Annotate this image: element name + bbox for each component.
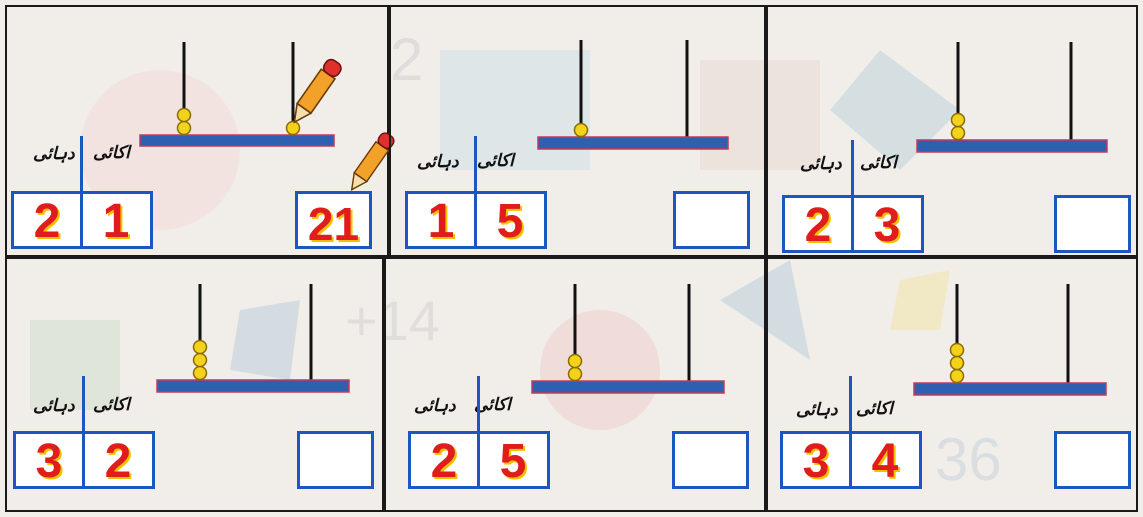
- tens-bead: [951, 370, 964, 383]
- tens-digit: 3: [16, 431, 82, 489]
- tens-bead: [178, 122, 191, 135]
- exercise-cell-4: دہائی اکائی 3 2: [5, 257, 384, 512]
- abacus-base: [157, 380, 349, 392]
- ones-label: اکائی: [93, 395, 130, 415]
- tens-digit: 2: [785, 195, 851, 253]
- tens-bead: [951, 357, 964, 370]
- place-value-box: 2 5: [408, 431, 550, 489]
- tens-bead: [951, 344, 964, 357]
- exercise-cell-1: دہائی اکائی 2 1 21: [5, 5, 389, 257]
- exercise-cell-5: دہائی اکائی 2 5: [384, 257, 766, 512]
- exercise-cell-3: دہائی اکائی 2 3: [766, 5, 1138, 257]
- abacus-base: [532, 381, 724, 393]
- answer-box[interactable]: [1054, 431, 1131, 489]
- tens-bead: [569, 355, 582, 368]
- tens-bead: [194, 341, 207, 354]
- place-value-headers: دہائی اکائی: [414, 395, 524, 419]
- tens-digit: 3: [783, 431, 849, 489]
- exercise-cell-6: دہائی اکائی 3 4: [766, 257, 1138, 512]
- tens-label: دہائی: [417, 151, 459, 172]
- place-value-box: 3 4: [780, 431, 922, 489]
- tens-digit: 1: [408, 191, 474, 249]
- abacus-base: [140, 135, 334, 146]
- place-value-box: 2 3: [782, 195, 924, 253]
- place-value-box: 3 2: [13, 431, 155, 489]
- tens-bead: [194, 367, 207, 380]
- ones-bead: [287, 122, 300, 135]
- ones-digit: 5: [477, 191, 543, 249]
- ones-digit: 3: [854, 195, 920, 253]
- tens-digit: 2: [411, 431, 477, 489]
- tens-bead: [569, 368, 582, 381]
- abacus-base: [538, 137, 728, 149]
- ones-digit: 2: [85, 431, 151, 489]
- ones-digit: 4: [852, 431, 918, 489]
- ones-label: اکائی: [93, 143, 130, 163]
- ones-label: اکائی: [860, 153, 897, 173]
- tens-label: دہائی: [800, 153, 842, 174]
- place-value-headers: دہائی اکائی: [33, 143, 143, 167]
- place-value-headers: دہائی اکائی: [800, 153, 910, 177]
- tens-digit: 2: [14, 191, 80, 249]
- tens-label: دہائی: [796, 399, 838, 420]
- tens-label: دہائی: [33, 395, 75, 416]
- tens-label: دہائی: [33, 143, 75, 164]
- pencil-icon: [288, 57, 344, 127]
- tens-bead: [575, 124, 588, 137]
- answer-box[interactable]: [673, 191, 750, 249]
- tens-bead: [952, 127, 965, 140]
- exercise-cell-2: دہائی اکائی 1 5: [389, 5, 766, 257]
- place-value-box: 2 1: [11, 191, 153, 249]
- tens-bead: [178, 109, 191, 122]
- abacus-base: [914, 383, 1106, 395]
- abacus-base: [917, 140, 1107, 152]
- answer-box[interactable]: 21: [295, 191, 372, 249]
- tens-label: دہائی: [414, 395, 456, 416]
- tens-bead: [194, 354, 207, 367]
- answer-box[interactable]: [672, 431, 749, 489]
- ones-digit: 1: [83, 191, 149, 249]
- ones-label: اکائی: [477, 151, 514, 171]
- answer-box[interactable]: [1054, 195, 1131, 253]
- place-value-box: 1 5: [405, 191, 547, 249]
- tens-bead: [952, 114, 965, 127]
- answer-box[interactable]: [297, 431, 374, 489]
- place-value-headers: دہائی اکائی: [33, 395, 143, 419]
- place-value-headers: دہائی اکائی: [417, 151, 527, 175]
- ones-digit: 5: [480, 431, 546, 489]
- ones-label: اکائی: [856, 399, 893, 419]
